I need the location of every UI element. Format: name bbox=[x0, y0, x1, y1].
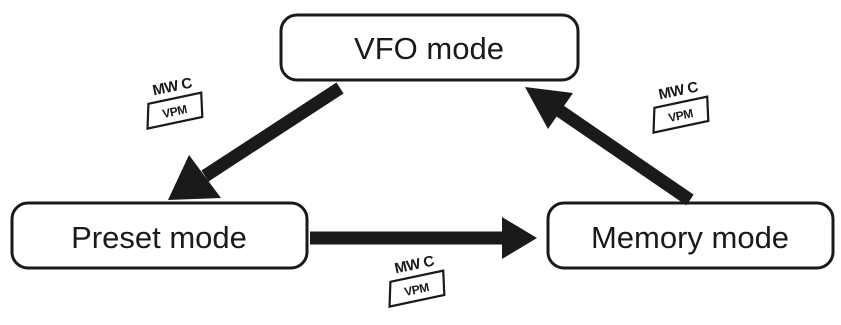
memory-mode-node: Memory mode bbox=[546, 201, 835, 270]
memory-mode-label: Memory mode bbox=[591, 220, 789, 255]
mw-c-vpm-key-icon: MW C VPM bbox=[652, 78, 710, 134]
vpm-key-body bbox=[388, 269, 446, 308]
preset-mode-label: Preset mode bbox=[71, 220, 247, 255]
arrow-memory-to-vfo bbox=[525, 87, 694, 206]
memory-mode-box bbox=[546, 201, 835, 270]
arrow-head-memory-to-vfo bbox=[525, 87, 573, 129]
arrow-head-preset-to-memory bbox=[502, 217, 537, 259]
vfo-mode-label: VFO mode bbox=[354, 31, 504, 66]
vfo-mode-box bbox=[279, 13, 580, 82]
mw-c-vpm-key-icon: MW C VPM bbox=[146, 74, 204, 130]
vfo-mode-node: VFO mode bbox=[279, 13, 580, 82]
preset-mode-node: Preset mode bbox=[10, 201, 309, 270]
arrow-preset-to-memory bbox=[310, 217, 537, 259]
arrow-vfo-to-preset bbox=[168, 82, 344, 200]
mw-c-vpm-key-icon: MW C VPM bbox=[388, 252, 446, 308]
preset-mode-box bbox=[10, 201, 309, 270]
vpm-key-label: VPM bbox=[161, 102, 188, 121]
vpm-key-label: VPM bbox=[667, 106, 694, 125]
arrow-head-vfo-to-preset bbox=[168, 155, 221, 200]
vpm-key-body bbox=[146, 91, 204, 130]
vpm-key-label: VPM bbox=[403, 280, 430, 299]
vpm-key-body bbox=[652, 95, 710, 134]
